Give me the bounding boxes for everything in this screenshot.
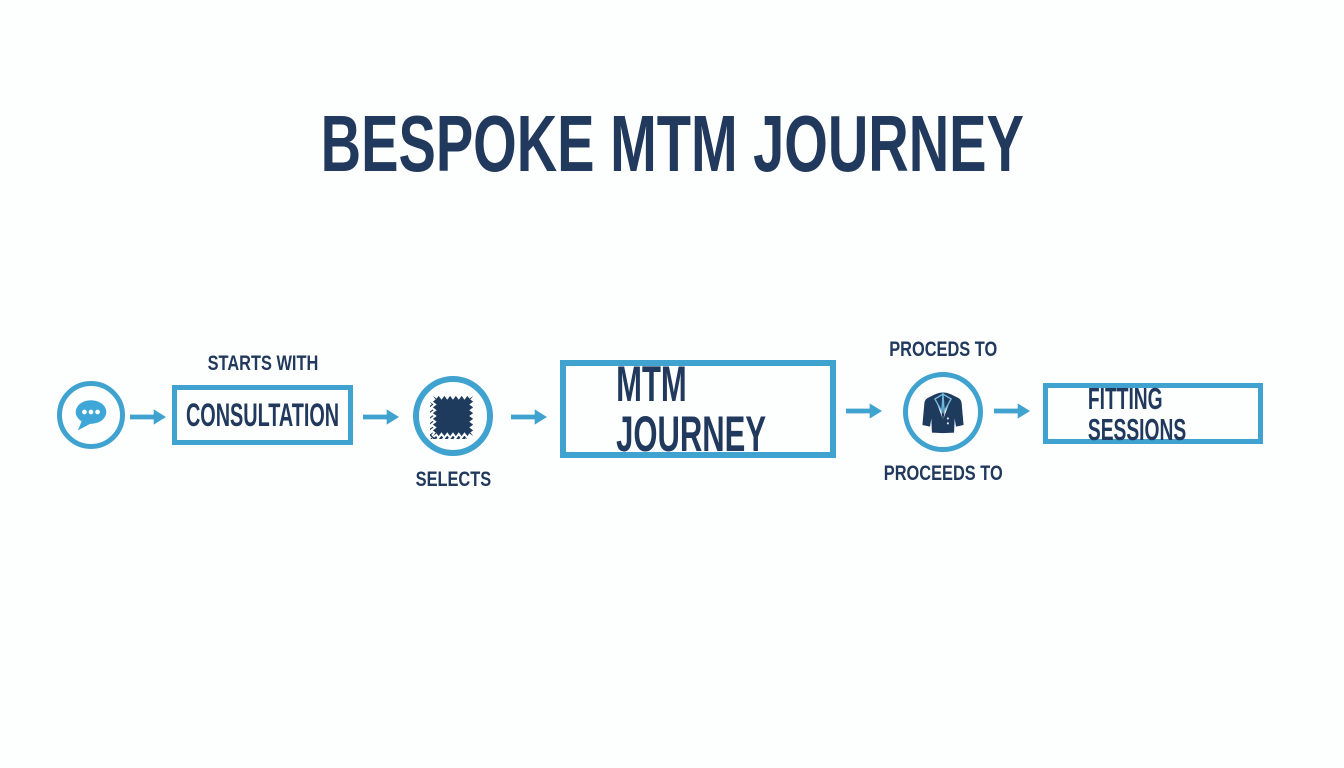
page-title: BESPOKE MTM JOURNEY: [0, 104, 1344, 184]
flow-arrow: [363, 407, 399, 427]
consultation-box: CONSULTATION: [172, 385, 353, 445]
flow-arrow: [130, 407, 166, 427]
edge-label-selects: SELECTS: [403, 469, 503, 490]
starts-with-text: STARTS WITH: [207, 352, 318, 375]
edge-label-proceeds-to: PROCEEDS TO: [863, 463, 1023, 484]
suit-node: [903, 372, 983, 452]
chat-bubble-icon: [70, 397, 112, 434]
edge-label-starts-with: STARTS WITH: [172, 353, 353, 374]
fitting-sessions-box: FITTING SESSIONS: [1043, 380, 1263, 447]
proceeds-to-text: PROCEEDS TO: [883, 462, 1003, 485]
chat-node: [57, 381, 125, 449]
selects-text: SELECTS: [415, 468, 491, 491]
consultation-box-label: CONSULTATION: [185, 397, 340, 433]
flow-arrow: [511, 407, 547, 427]
flow-arrow: [846, 401, 882, 421]
flow-arrow: [994, 401, 1030, 421]
fabric-node: [413, 376, 493, 456]
mtm-journey-box-label: MTM JOURNEY: [616, 356, 767, 462]
fitting-sessions-box-label: FITTING SESSIONS: [1087, 380, 1187, 447]
suit-jacket-icon: [917, 386, 969, 438]
edge-label-proceds-to: PROCEDS TO: [868, 339, 1018, 360]
page-title-text: BESPOKE MTM JOURNEY: [320, 99, 1024, 188]
proceds-to-text: PROCEDS TO: [888, 338, 998, 361]
mtm-journey-box: MTM JOURNEY: [560, 356, 836, 462]
fabric-swatch-icon: [430, 393, 476, 439]
